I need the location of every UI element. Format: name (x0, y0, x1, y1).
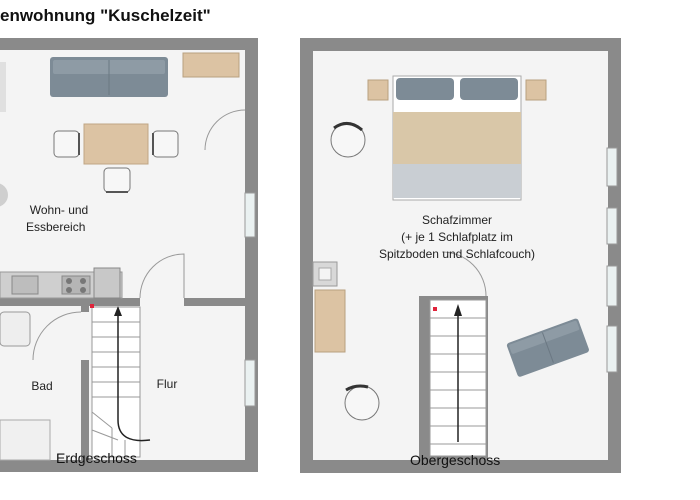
upper-door-swing (441, 251, 487, 297)
nightstand-left (367, 79, 389, 101)
bath-fixtures (0, 311, 51, 461)
desk (314, 289, 346, 353)
ground-stairs (91, 306, 141, 458)
upper-floor-plan (300, 38, 621, 473)
armchair-top (330, 122, 366, 158)
upper-window-2 (606, 207, 618, 245)
room-label-hall: Flur (156, 377, 178, 391)
sideboard (182, 52, 240, 78)
ground-floor-plan (0, 38, 258, 472)
sofa (50, 57, 168, 97)
room-label-living-line2: Essbereich (26, 220, 86, 234)
hall-door-swing (139, 253, 185, 299)
double-bed (392, 75, 522, 201)
room-label-living: Wohn- und Essbereich (14, 202, 104, 236)
living-door-swing (204, 109, 246, 151)
kitchen-counter (0, 267, 123, 299)
upper-stairs-marker (433, 307, 437, 311)
left-edge-object (0, 183, 8, 207)
left-edge-panel (0, 62, 6, 112)
ground-stairs-arrowhead (114, 306, 122, 316)
room-label-bedroom-line1: Schafzimmer (421, 213, 492, 227)
room-label-bedroom: Schafzimmer (+ je 1 Schlafplatz im Spitz… (352, 212, 562, 263)
upper-window-1 (606, 147, 618, 187)
upper-stairs (419, 296, 488, 460)
dining-chairs (53, 130, 179, 193)
bath-door-gap (81, 312, 89, 360)
caption-upper-floor: Obergeschoss (410, 452, 501, 468)
armchair-bottom (344, 384, 380, 421)
page-title: enwohnung "Kuschelzeit" (0, 6, 211, 25)
ground-stairs-marker (90, 304, 94, 308)
nightstand-right (525, 79, 547, 101)
hall-door-gap (140, 298, 184, 306)
bath-door-swing (32, 311, 82, 361)
ground-stairs-arrow (117, 312, 151, 442)
room-label-bath: Bad (31, 379, 53, 393)
room-label-bedroom-line3: Spitzboden und Schlafcouch) (378, 247, 536, 261)
upper-window-4 (606, 325, 618, 373)
hall-window (244, 359, 256, 407)
caption-ground-floor: Erdgeschoss (56, 450, 137, 466)
upper-stairs-arrowhead (454, 304, 462, 316)
bath-hall-wall (81, 306, 89, 466)
room-label-living-line1: Wohn- und (29, 203, 89, 217)
living-window (244, 192, 256, 238)
upper-window-3 (606, 265, 618, 307)
dining-table (83, 123, 149, 165)
ground-interior-wall (0, 298, 245, 306)
room-label-bedroom-line2: (+ je 1 Schlafplatz im (401, 230, 513, 244)
sleeping-couch (506, 318, 589, 377)
